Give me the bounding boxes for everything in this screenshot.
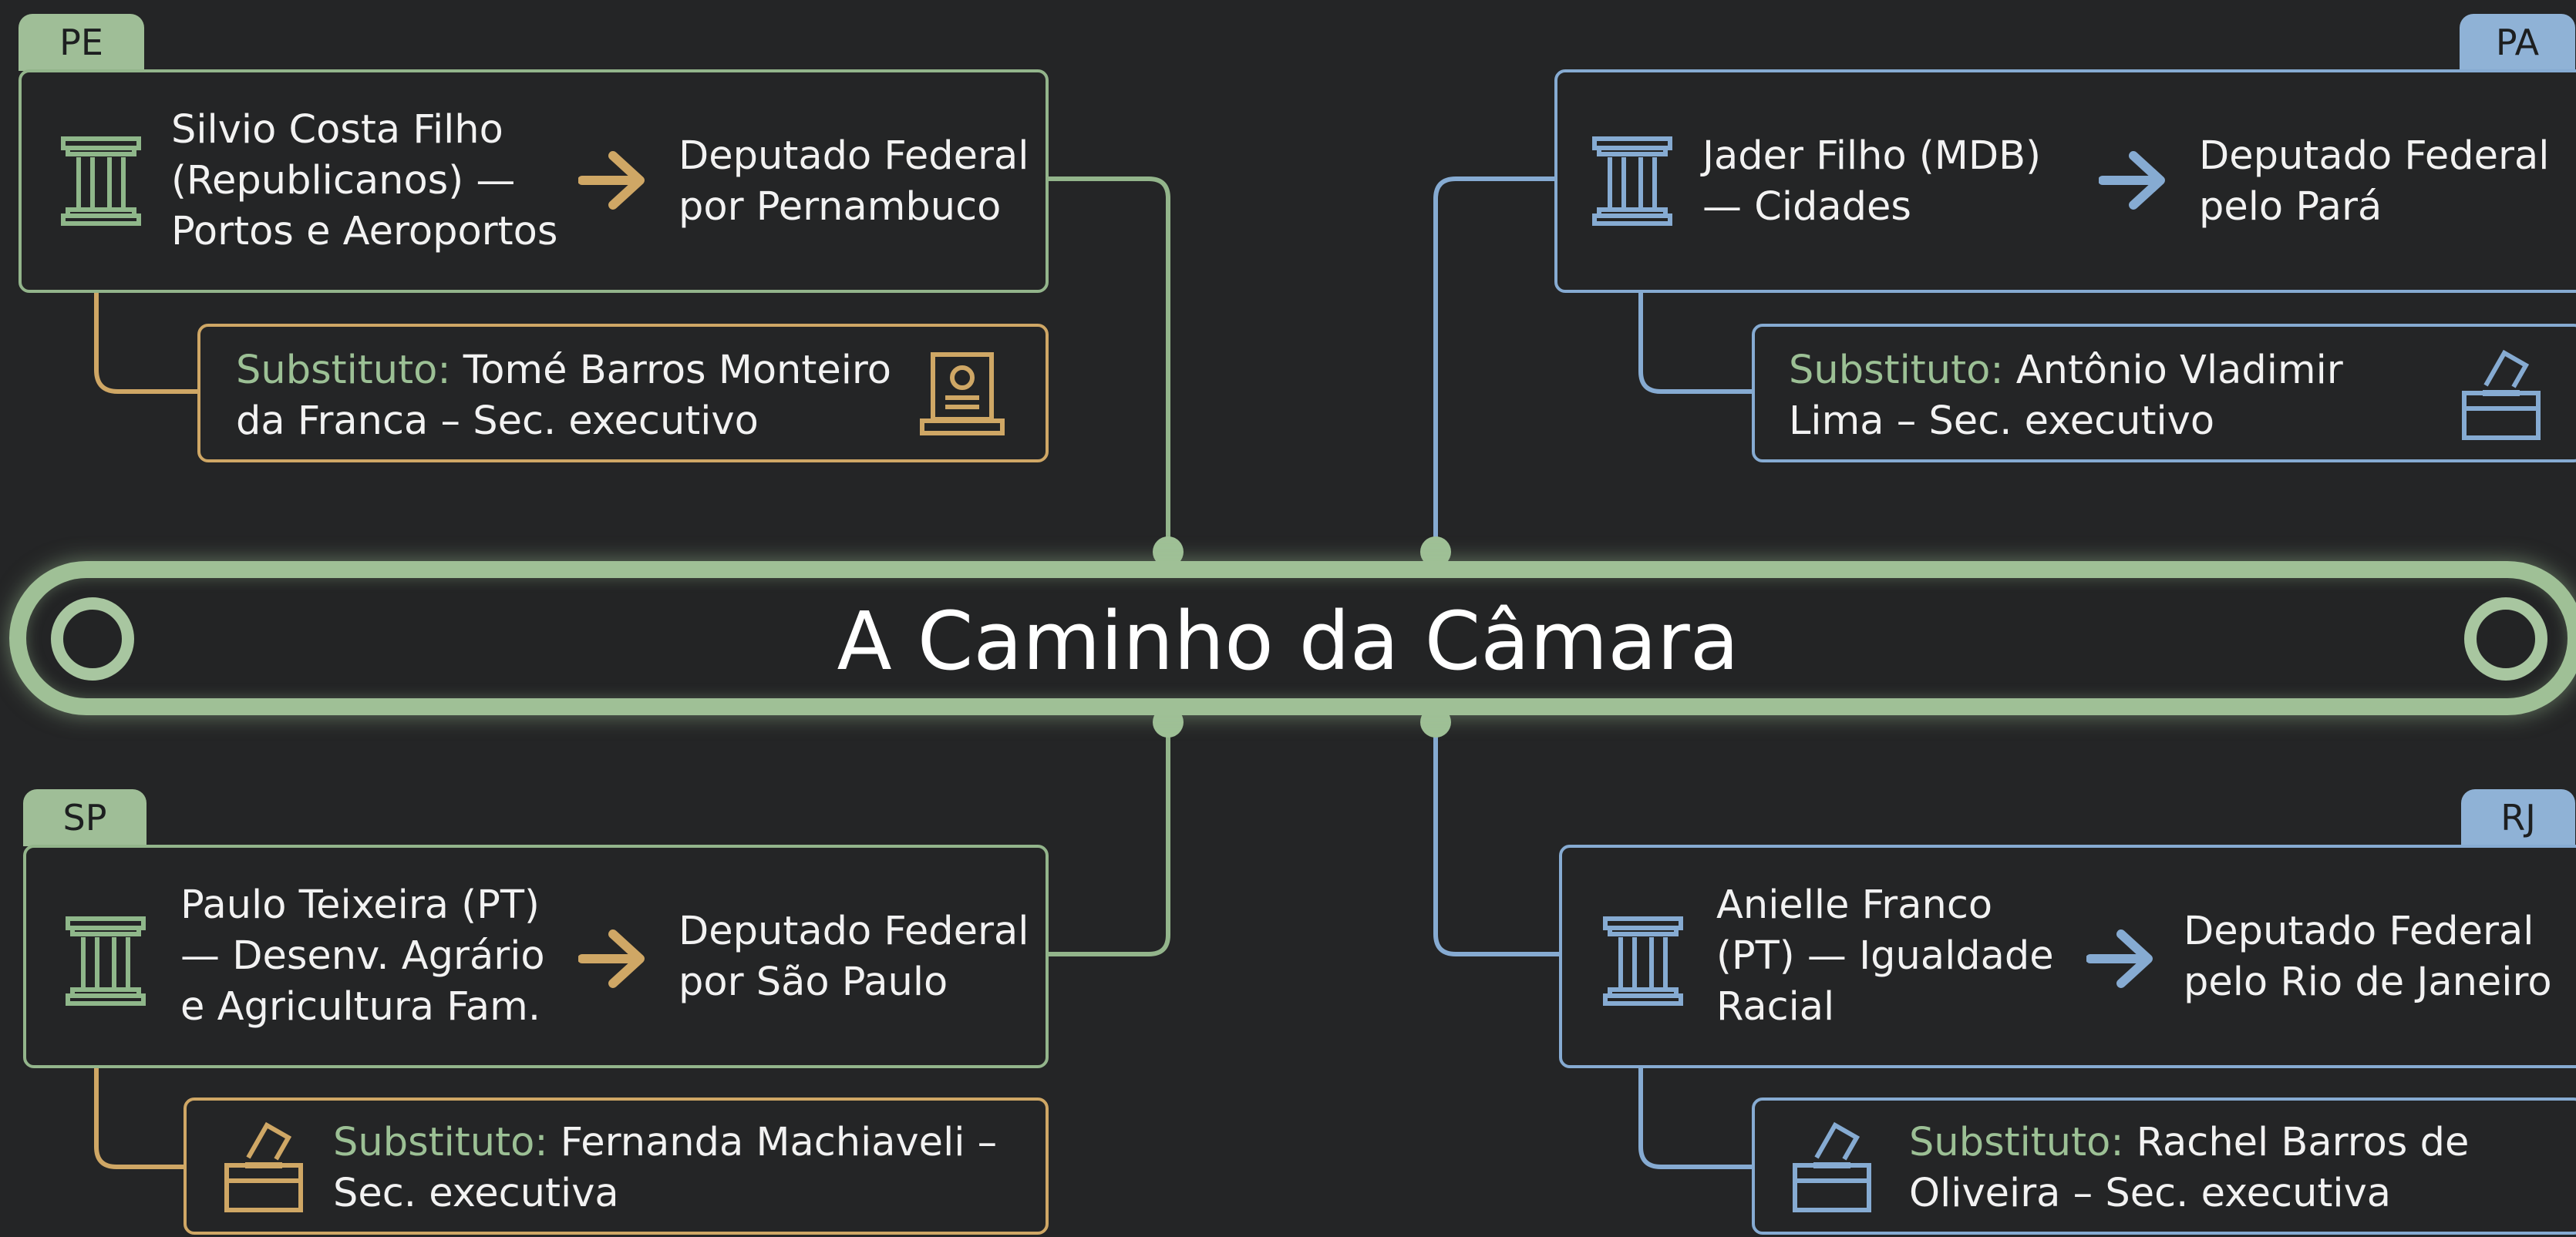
substitute-card-rj[interactable]: Substituto: Rachel Barros de Oliveira – …	[1752, 1098, 2576, 1235]
substitute-line2: Oliveira – Sec. executiva	[1909, 1171, 2391, 1216]
substitute-card-pa[interactable]: Substituto: Antônio Vladimir Lima – Sec.…	[1752, 324, 2576, 462]
state-tab-pe: PE	[19, 14, 144, 71]
state-tab-sp: SP	[23, 789, 146, 846]
destination-line2: por Pernambuco	[679, 184, 1002, 230]
minister-card-pa[interactable]: Jader Filho (MDB) — Cidades Deputado Fed…	[1554, 69, 2576, 293]
title-banner	[9, 561, 2576, 715]
page-title: A Caminho da Câmara	[837, 594, 1739, 688]
minister-name-line1: Paulo Teixeira (PT)	[180, 882, 540, 928]
minister-name-line2: — Desenv. Agrário	[180, 933, 545, 979]
substitute-name: Rachel Barros de	[2136, 1120, 2470, 1165]
ballot-box-icon	[2462, 349, 2541, 440]
substitute-name: Antônio Vladimir	[2015, 348, 2343, 393]
id-plaque-icon	[920, 352, 1005, 435]
substitute-label: Substituto:	[333, 1120, 548, 1165]
destination-line2: por São Paulo	[679, 960, 948, 1005]
building-columns-icon	[66, 916, 146, 1006]
minister-card-rj[interactable]: Anielle Franco (PT) — Igualdade Racial D…	[1559, 845, 2576, 1068]
substitute-line1: Substituto: Fernanda Machiaveli –	[333, 1118, 997, 1168]
building-columns-icon	[61, 136, 141, 226]
substitute-line2: Lima – Sec. executivo	[1789, 398, 2215, 444]
substitute-name: Fernanda Machiaveli –	[560, 1120, 998, 1165]
destination-line1: Deputado Federal	[2199, 133, 2550, 179]
destination-line1: Deputado Federal	[679, 909, 1029, 954]
substitute-name: Tomé Barros Monteiro	[463, 348, 891, 393]
destination-line1: Deputado Federal	[679, 133, 1029, 179]
minister-name-line1: Silvio Costa Filho	[171, 107, 503, 153]
substitute-line2: da Franca – Sec. executivo	[236, 398, 759, 444]
minister-name-line3: Racial	[1716, 984, 1835, 1030]
minister-name-line2: — Cidades	[1702, 184, 1911, 230]
arrow-right-icon	[2086, 929, 2153, 988]
substitute-line1: Substituto: Antônio Vladimir	[1789, 345, 2343, 396]
minister-name-line2: (Republicanos) —	[171, 158, 516, 203]
arrow-right-icon	[578, 929, 645, 988]
building-columns-icon	[1603, 916, 1683, 1006]
substitute-label: Substituto:	[236, 348, 451, 393]
ballot-box-icon	[224, 1121, 303, 1212]
minister-card-pe[interactable]: Silvio Costa Filho (Republicanos) — Port…	[19, 69, 1049, 293]
substitute-card-pe[interactable]: Substituto: Tomé Barros Monteiro da Fran…	[197, 324, 1049, 462]
substitute-line2: Sec. executiva	[333, 1171, 619, 1216]
destination-line2: pelo Pará	[2199, 184, 2382, 230]
substitute-label: Substituto:	[1789, 348, 2004, 393]
state-tab-rj: RJ	[2461, 789, 2575, 846]
minister-card-sp[interactable]: Paulo Teixeira (PT) — Desenv. Agrário e …	[23, 845, 1049, 1068]
minister-name-line3: Portos e Aeroportos	[171, 209, 558, 254]
destination-line2: pelo Rio de Janeiro	[2184, 960, 2552, 1005]
minister-name-line2: (PT) — Igualdade	[1716, 933, 2054, 979]
arrow-right-icon	[2099, 151, 2165, 210]
arrow-right-icon	[578, 151, 645, 210]
minister-name-line1: Anielle Franco	[1716, 882, 1993, 928]
substitute-line1: Substituto: Rachel Barros de	[1909, 1118, 2469, 1168]
destination-line1: Deputado Federal	[2184, 909, 2534, 954]
minister-name-line3: e Agricultura Fam.	[180, 984, 541, 1030]
state-tab-pa: PA	[2460, 14, 2575, 71]
building-columns-icon	[1592, 136, 1672, 226]
substitute-line1: Substituto: Tomé Barros Monteiro	[236, 345, 891, 396]
minister-name-line1: Jader Filho (MDB)	[1702, 133, 2041, 179]
substitute-label: Substituto:	[1909, 1120, 2124, 1165]
ballot-box-icon	[1793, 1121, 1871, 1212]
substitute-card-sp[interactable]: Substituto: Fernanda Machiaveli – Sec. e…	[184, 1098, 1049, 1235]
